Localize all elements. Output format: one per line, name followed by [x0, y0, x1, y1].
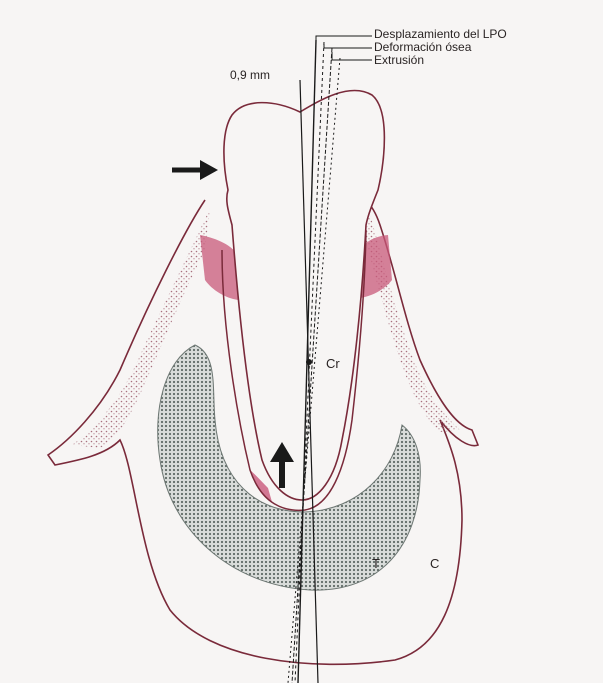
- leader-extrusion: [332, 52, 372, 60]
- legend-bone-deformation: Deformación ósea: [374, 40, 472, 54]
- tooth-outline: [224, 90, 384, 500]
- leader-lpo: [316, 36, 372, 40]
- horizontal-force-arrow-icon: [172, 160, 218, 180]
- legend-extrusion: Extrusión: [374, 53, 424, 67]
- center-of-rotation-dot: [306, 359, 312, 365]
- legend-lpo: Desplazamiento del LPO: [374, 27, 507, 41]
- leader-bone: [324, 44, 372, 48]
- center-of-rotation-label: Cr: [326, 356, 340, 371]
- label-C: C: [430, 556, 439, 571]
- label-T: T: [372, 556, 380, 571]
- measurement-label: 0,9 mm: [230, 68, 270, 82]
